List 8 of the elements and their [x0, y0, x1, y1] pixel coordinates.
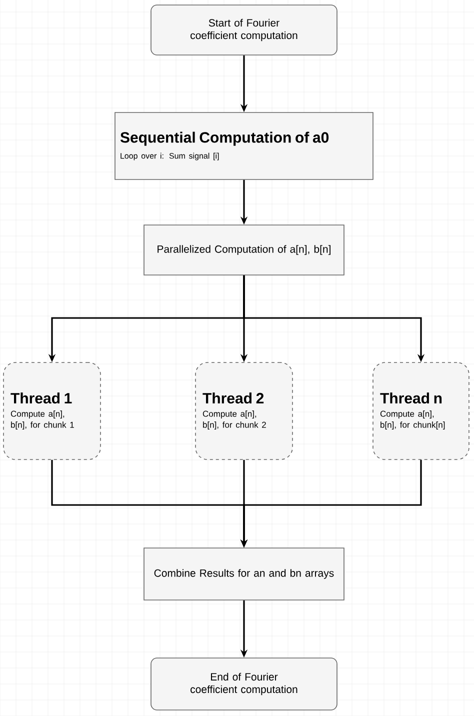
thread-box: Thread 1 Compute a[n], b[n], for chunk 1 — [3, 362, 101, 460]
terminal-box: End of Fourier coefficient computation — [150, 658, 338, 710]
thread-box: Thread 2 Compute a[n], b[n], for chunk 2 — [195, 362, 293, 460]
process-box: Parallelized Computation of a[n], b[n] — [144, 224, 344, 276]
terminal-box: Start of Fourier coefficient computation — [150, 4, 338, 56]
process-box: Combine Results for an and bn arrays — [144, 548, 344, 600]
process-box: Sequential Computation of a0 Loop over i: Sum signal [i] — [114, 112, 374, 180]
thread-box: Thread n Compute a[n], b[n], for chunk[n] — [372, 362, 470, 460]
